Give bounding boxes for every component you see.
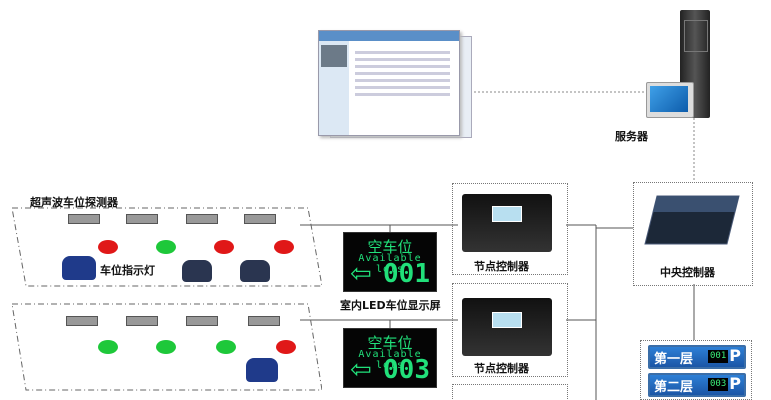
- car-icon: [240, 260, 270, 282]
- central-controller-label: 中央控制器: [660, 266, 715, 279]
- detector: [186, 214, 218, 224]
- indicator-light: [214, 240, 234, 254]
- detector: [244, 214, 276, 224]
- led-title: 空车位: [367, 334, 413, 352]
- parking-icon: P: [729, 346, 741, 365]
- server-icon: [640, 10, 720, 118]
- node-controller-device: [462, 194, 552, 252]
- indicator-light: [276, 340, 296, 354]
- software-screenshot: [318, 30, 472, 138]
- car-icon: [182, 260, 212, 282]
- indicator-light: [98, 340, 118, 354]
- indicator-light: [216, 340, 236, 354]
- led-number: 003: [383, 355, 430, 385]
- floor-count: 001: [708, 350, 729, 363]
- detector: [66, 316, 98, 326]
- floor-name: 第一层: [654, 352, 694, 367]
- node-controller-box-2: [452, 283, 568, 377]
- car-icon: [62, 256, 96, 280]
- central-controller-device: [643, 194, 741, 248]
- detector: [248, 316, 280, 326]
- car-icon: [246, 358, 278, 382]
- led-subtitle: Available lots: [358, 253, 422, 275]
- floor-display-1: 第一层 001 P: [648, 345, 746, 369]
- node-controller-label-2: 节点控制器: [474, 362, 529, 375]
- node-controller-device: [462, 298, 552, 356]
- indicator-light: [98, 240, 118, 254]
- led-number: 001: [383, 259, 430, 289]
- led-display-1: 空车位 Available lots ⇦ 001: [343, 232, 437, 292]
- detector: [186, 316, 218, 326]
- arrow-left-icon: ⇦: [350, 355, 372, 385]
- led-title: 空车位: [367, 238, 413, 256]
- node-controller-box-3: [452, 384, 568, 399]
- node-controller-box-1: [452, 183, 568, 275]
- led-subtitle: Available lots: [358, 349, 422, 371]
- indicator-light: [156, 340, 176, 354]
- server-label: 服务器: [615, 130, 648, 143]
- detector-zone-1: [11, 206, 323, 288]
- floor-name: 第二层: [654, 380, 694, 395]
- led-display-2: 空车位 Available lots ⇦ 003: [343, 328, 437, 388]
- floor-count: 003: [708, 378, 729, 391]
- detector: [126, 316, 158, 326]
- arrow-left-icon: ⇦: [350, 259, 372, 289]
- indicator-light: [156, 240, 176, 254]
- detector: [68, 214, 100, 224]
- indicator-light: [274, 240, 294, 254]
- node-controller-label-1: 节点控制器: [474, 260, 529, 273]
- floor-display-2: 第二层 003 P: [648, 373, 746, 397]
- ultrasonic-detector-label: 超声波车位探测器: [30, 196, 118, 209]
- indoor-led-display-label: 室内LED车位显示屏: [340, 299, 441, 312]
- indicator-light-label: 车位指示灯: [100, 264, 155, 277]
- detector-zone-2: [11, 302, 323, 392]
- detector: [126, 214, 158, 224]
- central-controller-box: [633, 182, 753, 286]
- parking-icon: P: [729, 374, 741, 393]
